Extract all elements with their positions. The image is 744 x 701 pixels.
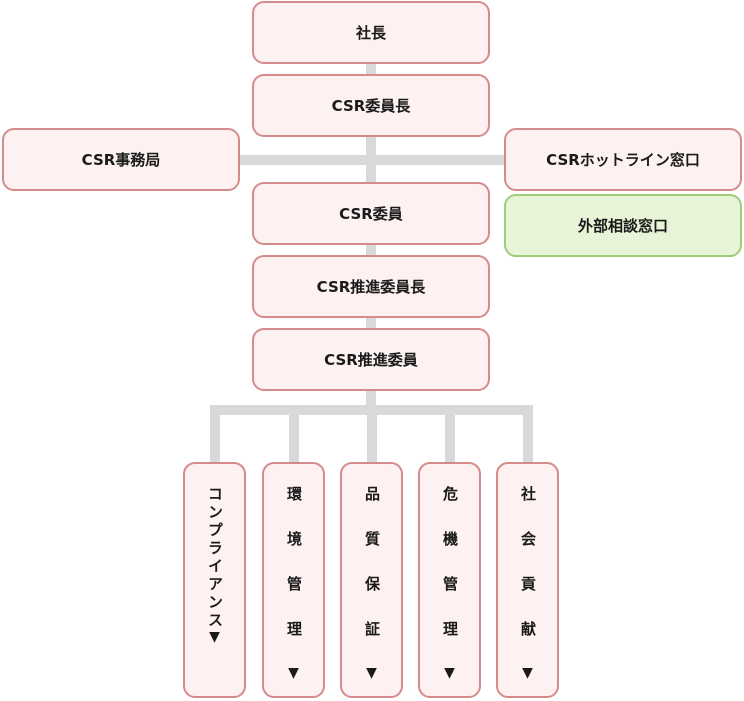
dept-compliance: コンプライアンス ▼ (183, 462, 246, 698)
down-triangle-icon: ▼ (209, 629, 220, 645)
dept-quality-label: 品質保証 (363, 486, 381, 666)
dept-social: 社会貢献 ▼ (496, 462, 559, 698)
dept-social-label: 社会貢献 (519, 486, 537, 666)
dept-risk: 危機管理 ▼ (418, 462, 481, 698)
node-csr-office: CSR事務局 (2, 128, 240, 191)
dept-quality: 品質保証 ▼ (340, 462, 403, 698)
down-triangle-icon: ▼ (522, 665, 533, 681)
dept-compliance-label: コンプライアンス (206, 486, 224, 630)
down-triangle-icon: ▼ (288, 665, 299, 681)
node-csr-chair: CSR委員長 (252, 74, 490, 137)
dept-environment-label: 環境管理 (285, 486, 303, 666)
node-external-desk: 外部相談窓口 (504, 194, 742, 257)
dept-risk-label: 危機管理 (441, 486, 459, 666)
node-csr-promo-chair: CSR推進委員長 (252, 255, 490, 318)
node-csr-promo-member: CSR推進委員 (252, 328, 490, 391)
down-triangle-icon: ▼ (444, 665, 455, 681)
node-csr-hotline: CSRホットライン窓口 (504, 128, 742, 191)
node-csr-member: CSR委員 (252, 182, 490, 245)
node-president: 社長 (252, 1, 490, 64)
down-triangle-icon: ▼ (366, 665, 377, 681)
dept-environment: 環境管理 ▼ (262, 462, 325, 698)
